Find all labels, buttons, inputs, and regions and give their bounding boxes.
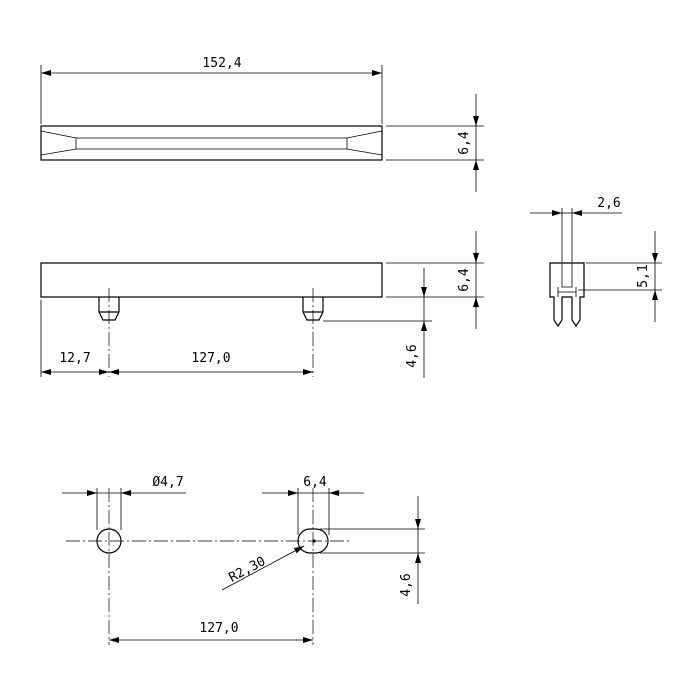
slot-hole <box>297 528 329 554</box>
slot-height-dimension: 4,6 <box>399 573 414 596</box>
side-view-body <box>40 262 383 298</box>
hole-pattern-view: Ø4,7 6,4 R2,30 4,6 127,0 <box>62 475 425 645</box>
top-view: 152,4 6,4 <box>40 56 484 192</box>
end-view: 2,6 5,1 <box>530 196 662 328</box>
end-height-dimension: 5,1 <box>636 264 651 287</box>
top-length-dimension: 152,4 <box>202 56 241 71</box>
top-view-channel <box>40 130 383 156</box>
side-pin-length-dimension: 4,6 <box>405 344 420 367</box>
side-pin-offset-dimension: 12,7 <box>59 351 90 366</box>
top-view-body <box>40 125 383 161</box>
hole-diameter-dimension: Ø4,7 <box>152 475 183 490</box>
side-pin-pitch-dimension: 127,0 <box>191 351 230 366</box>
end-view-slot <box>557 263 577 297</box>
end-width-dimension: 2,6 <box>597 196 620 211</box>
slot-radius-leader <box>221 545 305 591</box>
top-height-dimension: 6,4 <box>457 131 472 155</box>
hole-pitch-dimension: 127,0 <box>199 621 238 636</box>
slot-radius-dimension: R2,30 <box>227 554 269 586</box>
side-view: 12,7 127,0 6,4 4,6 <box>40 231 484 378</box>
slot-width-dimension: 6,4 <box>303 475 327 490</box>
side-height-dimension: 6,4 <box>457 268 472 292</box>
end-view-body <box>549 262 585 328</box>
